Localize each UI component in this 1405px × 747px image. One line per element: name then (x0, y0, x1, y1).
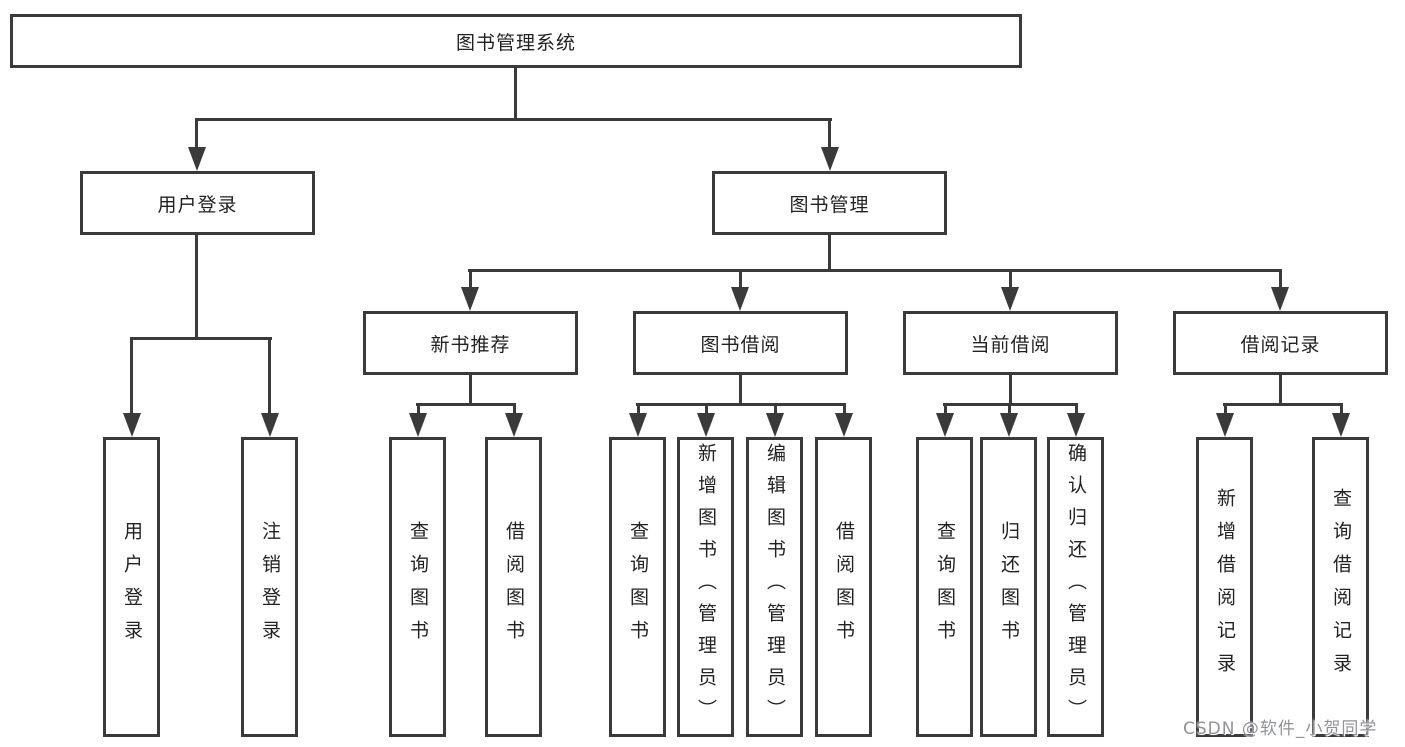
arrowhead-borrowing (731, 287, 749, 311)
node-leaf-edit-books-admin: 编辑图书（管理员） (746, 437, 803, 737)
node-leaf-add-books-admin: 新增图书（管理员） (677, 437, 734, 737)
connector-borrowing-bar (636, 403, 846, 406)
node-leaf-borrow-books-2: 借阅图书 (815, 437, 872, 737)
arrowhead (629, 413, 647, 437)
node-leaf-add-borrow-record: 新增借阅记录 (1196, 437, 1253, 737)
arrowhead-logout (261, 413, 279, 437)
connector-drop (1224, 403, 1227, 417)
connector-user-login-stem (195, 235, 198, 339)
arrowhead (766, 413, 784, 437)
arrowhead-user-login (188, 147, 206, 171)
connector-drop (843, 403, 846, 417)
csdn-watermark: CSDN @软件_小贺同学 (1183, 719, 1378, 739)
connector-drop-borrowing (739, 269, 742, 291)
node-leaf-query-books-3: 查询图书 (916, 437, 973, 737)
connector-drop (1340, 403, 1343, 417)
node-leaf-user-login: 用户登录 (103, 437, 160, 737)
node-book-management: 图书管理 (712, 171, 947, 235)
arrowhead (697, 413, 715, 437)
arrowhead (1000, 413, 1018, 437)
arrowhead (1332, 413, 1350, 437)
arrowhead-records (1271, 287, 1289, 311)
arrowhead-book-management (821, 147, 839, 171)
node-leaf-query-books-1: 查询图书 (389, 437, 446, 737)
connector-drop-book-management (828, 118, 831, 150)
node-leaf-borrow-books-1: 借阅图书 (485, 437, 542, 737)
connector-borrowing-stem (739, 375, 742, 405)
connector-new-books-stem (469, 375, 472, 405)
connector-drop (944, 403, 947, 417)
arrowhead (1067, 413, 1085, 437)
connector-drop (705, 403, 708, 417)
node-leaf-query-borrow-record: 查询借阅记录 (1312, 437, 1369, 737)
arrowhead (409, 413, 427, 437)
connector-drop-records (1279, 269, 1282, 291)
node-current-borrowing: 当前借阅 (903, 311, 1118, 375)
arrowhead-new-books (461, 287, 479, 311)
arrowhead-current (1001, 287, 1019, 311)
arrowhead-login (123, 413, 141, 437)
node-library-management-system: 图书管理系统 (10, 14, 1022, 68)
connector-records-stem (1279, 375, 1282, 405)
node-leaf-query-books-2: 查询图书 (609, 437, 666, 737)
connector-drop (417, 403, 420, 417)
connector-root-bar (196, 118, 832, 121)
connector-drop-current (1009, 269, 1012, 291)
connector-drop-new-books (469, 269, 472, 291)
connector-root-stem (514, 68, 517, 121)
node-user-login: 用户登录 (80, 171, 315, 235)
node-leaf-return-books: 归还图书 (980, 437, 1037, 737)
arrowhead (505, 413, 523, 437)
connector-drop (774, 403, 777, 417)
connector-drop (1075, 403, 1078, 417)
node-leaf-confirm-return-admin: 确认归还（管理员） (1047, 437, 1104, 737)
connector-user-login-bar (130, 337, 272, 340)
connector-new-books-bar (416, 403, 516, 406)
arrowhead (936, 413, 954, 437)
node-book-borrowing: 图书借阅 (633, 311, 848, 375)
connector-drop-user-login (195, 118, 198, 150)
node-leaf-logout: 注销登录 (241, 437, 298, 737)
connector-drop-logout (268, 337, 271, 415)
connector-records-bar (1223, 403, 1343, 406)
connector-drop-login (130, 337, 133, 415)
connector-book-mgmt-bar (468, 269, 1282, 272)
connector-drop (513, 403, 516, 417)
connector-current-stem (1009, 375, 1012, 405)
connector-drop (637, 403, 640, 417)
node-new-book-recommend: 新书推荐 (363, 311, 578, 375)
arrowhead (1216, 413, 1234, 437)
arrowhead (835, 413, 853, 437)
connector-book-mgmt-stem (828, 235, 831, 271)
connector-drop (1008, 403, 1011, 417)
node-borrowing-records: 借阅记录 (1173, 311, 1388, 375)
